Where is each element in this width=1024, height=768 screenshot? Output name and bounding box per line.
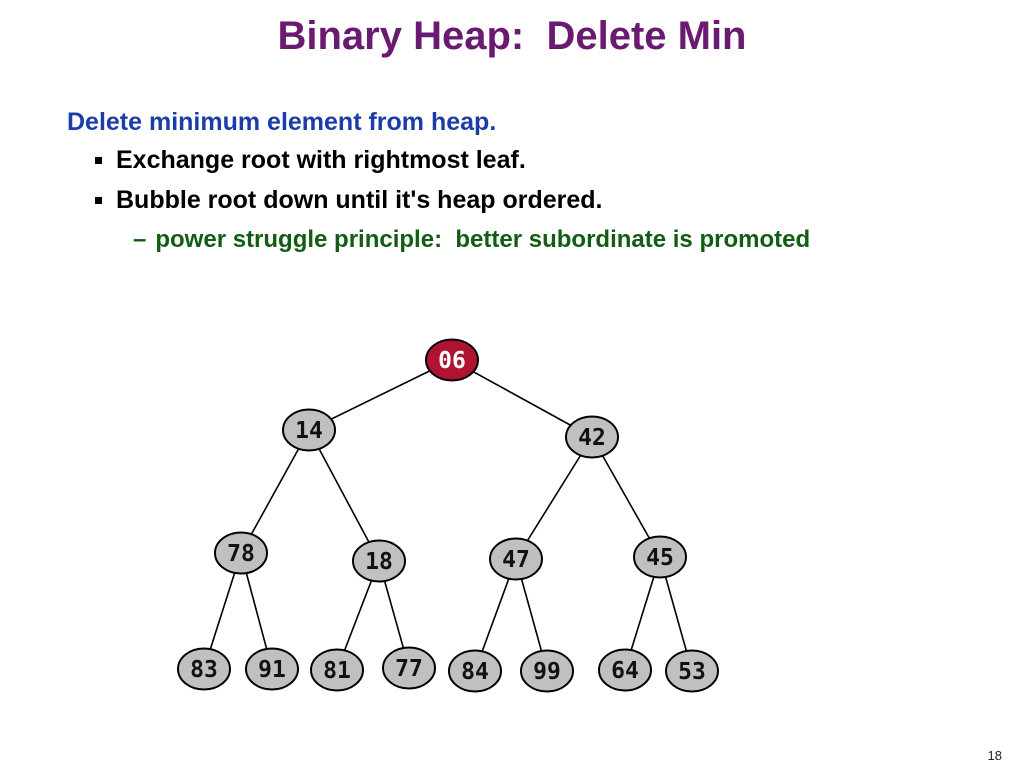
tree-node: 99 bbox=[520, 649, 574, 693]
tree-node-label: 64 bbox=[611, 658, 639, 684]
sub-bullet-item: – power struggle principle: better subor… bbox=[133, 226, 810, 254]
tree-edge bbox=[240, 429, 310, 554]
sub-bullet-label: power struggle principle: better subordi… bbox=[155, 226, 811, 253]
tree-edge bbox=[308, 429, 380, 562]
tree-node-label: 18 bbox=[365, 549, 393, 575]
bullet-item: Exchange root with rightmost leaf. bbox=[95, 146, 526, 175]
tree-node: 18 bbox=[352, 539, 406, 583]
tree-node: 91 bbox=[245, 647, 299, 691]
tree-edge bbox=[308, 359, 453, 431]
tree-node-label: 84 bbox=[461, 659, 489, 685]
tree-node-label: 14 bbox=[295, 418, 323, 444]
page-number: 18 bbox=[987, 748, 1002, 763]
bullet-item: Bubble root down until it's heap ordered… bbox=[95, 186, 603, 215]
tree-edge bbox=[451, 359, 593, 438]
tree-node-label: 06 bbox=[438, 348, 466, 374]
tree-node-label: 77 bbox=[395, 656, 423, 682]
tree-node: 78 bbox=[214, 531, 268, 575]
tree-node: 14 bbox=[282, 408, 336, 452]
tree-node: 47 bbox=[489, 537, 543, 581]
tree-node-label: 99 bbox=[533, 659, 561, 685]
heading-delete-minimum: Delete minimum element from heap. bbox=[67, 108, 497, 136]
bullet-item-label: Bubble root down until it's heap ordered… bbox=[116, 186, 603, 214]
square-bullet-icon bbox=[95, 157, 102, 164]
tree-node: 45 bbox=[633, 535, 687, 579]
tree-node: 84 bbox=[448, 649, 502, 693]
tree-node-root: 06 bbox=[425, 338, 479, 382]
square-bullet-icon bbox=[95, 197, 102, 204]
dash-bullet-icon: – bbox=[133, 226, 147, 253]
tree-node: 64 bbox=[598, 648, 652, 692]
tree-node-label: 81 bbox=[323, 658, 351, 684]
tree-node: 53 bbox=[665, 649, 719, 693]
slide-title: Binary Heap: Delete Min bbox=[277, 14, 747, 58]
tree-node-label: 78 bbox=[227, 541, 255, 567]
tree-node: 81 bbox=[310, 648, 364, 692]
tree-node-label: 83 bbox=[190, 657, 218, 683]
tree-node: 42 bbox=[565, 415, 619, 459]
tree-edge bbox=[591, 436, 661, 558]
tree-node-label: 91 bbox=[258, 657, 286, 683]
tree-node-label: 45 bbox=[646, 545, 674, 571]
tree-node-label: 47 bbox=[502, 547, 530, 573]
tree-node-label: 42 bbox=[578, 425, 606, 451]
bullet-item-label: Exchange root with rightmost leaf. bbox=[116, 146, 526, 174]
tree-edge bbox=[515, 436, 593, 560]
tree-node: 77 bbox=[382, 646, 436, 690]
tree-node: 83 bbox=[177, 647, 231, 691]
tree-node-label: 53 bbox=[678, 659, 706, 685]
